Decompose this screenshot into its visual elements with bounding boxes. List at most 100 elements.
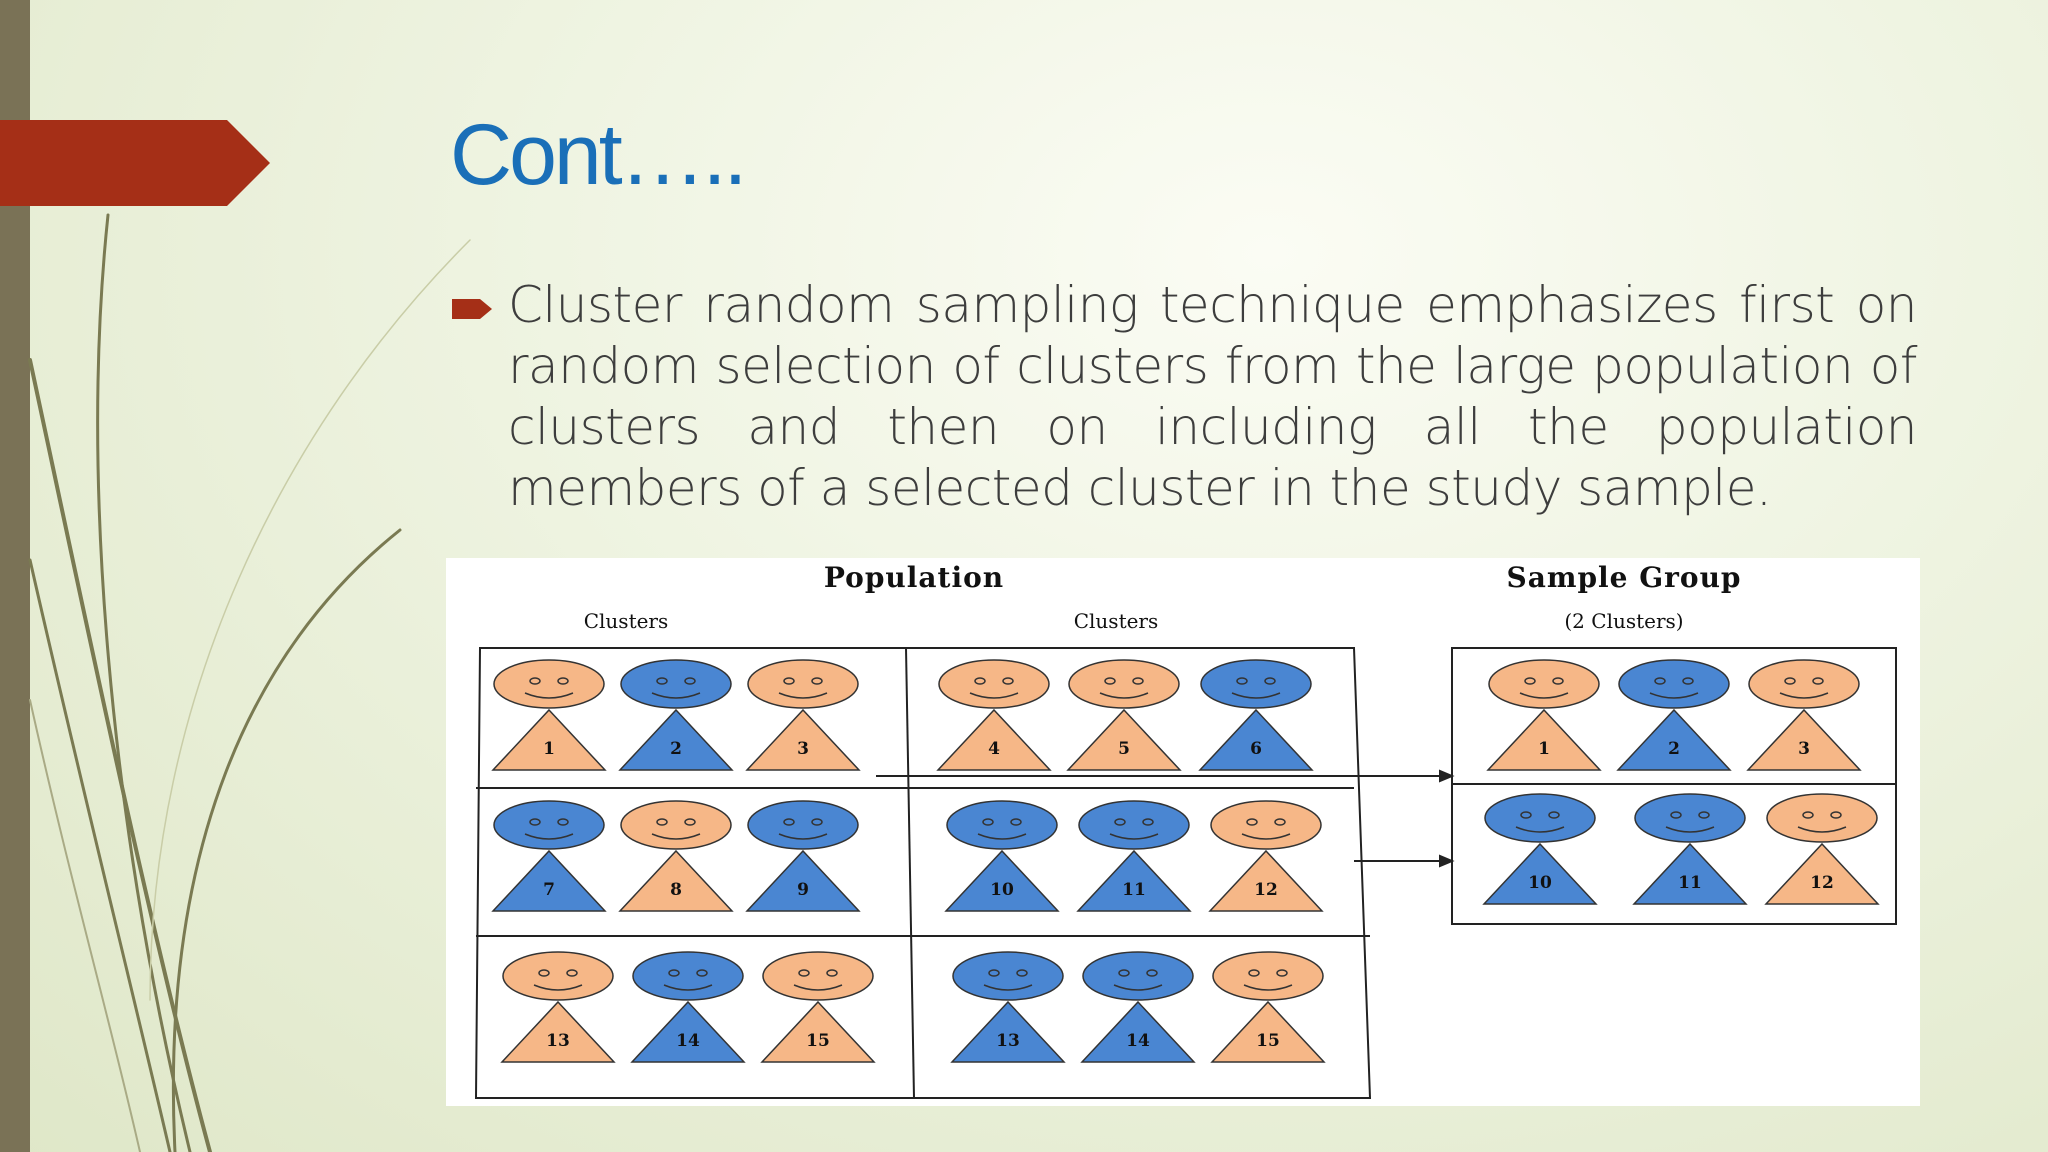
person-eye (566, 969, 578, 977)
person-head (620, 800, 732, 850)
person-eye (696, 969, 708, 977)
person-number: 3 (797, 739, 809, 759)
person-figure: 9 (745, 800, 861, 912)
person-body (1632, 842, 1748, 905)
person-figure: 13 (950, 951, 1066, 1063)
person-eye (1654, 677, 1666, 685)
person-body (1482, 842, 1598, 905)
person-figure: 12 (1764, 793, 1880, 905)
person-eye (783, 677, 795, 685)
person-smile (969, 692, 1019, 699)
person-number: 1 (1538, 739, 1550, 759)
person-eye (557, 818, 569, 826)
person-head (747, 800, 859, 850)
person-body (1080, 1000, 1196, 1063)
clusters-label-left: Clusters (584, 609, 669, 633)
person-smile (1797, 826, 1847, 833)
person-eye (1236, 677, 1248, 685)
person-head (1078, 800, 1190, 850)
person-eye (1274, 818, 1286, 826)
person-smile (977, 833, 1027, 840)
person-eye (1146, 969, 1158, 977)
person-eye (1552, 677, 1564, 685)
person-eye (1246, 818, 1258, 826)
person-number: 2 (670, 739, 682, 759)
person-number: 15 (1256, 1031, 1280, 1051)
person-head (502, 951, 614, 1001)
person-number: 14 (676, 1031, 700, 1051)
person-eye (1812, 677, 1824, 685)
person-eye (988, 969, 1000, 977)
person-body (1066, 708, 1182, 771)
person-smile (533, 984, 583, 991)
person-smile (651, 833, 701, 840)
person-figure: 11 (1632, 793, 1748, 905)
person-figure: 3 (1746, 659, 1862, 771)
person-eye (974, 677, 986, 685)
person-head (1618, 659, 1730, 709)
person-figure: 7 (491, 800, 607, 912)
person-eye (538, 969, 550, 977)
person-number: 9 (797, 880, 809, 900)
person-eye (684, 677, 696, 685)
person-body (936, 708, 1052, 771)
person-smile (1231, 692, 1281, 699)
person-body (500, 1000, 616, 1063)
person-body (1486, 708, 1602, 771)
person-head (1212, 951, 1324, 1001)
person-eye (811, 818, 823, 826)
person-smile (983, 984, 1033, 991)
person-eye (1002, 677, 1014, 685)
person-eye (1830, 811, 1842, 819)
bullet-text: Cluster random sampling technique emphas… (508, 276, 1918, 517)
person-number: 10 (1528, 873, 1552, 893)
person-eye (798, 969, 810, 977)
person-figure: 1 (1486, 659, 1602, 771)
person-head (1210, 800, 1322, 850)
person-figure: 8 (618, 800, 734, 912)
person-smile (651, 692, 701, 699)
diagram-canvas: Population Sample Group Clusters Cluster… (474, 561, 1897, 1099)
person-body (1208, 849, 1324, 912)
person-figure: 10 (1482, 793, 1598, 905)
person-number: 4 (988, 739, 1000, 759)
person-number: 12 (1810, 873, 1834, 893)
person-head (1082, 951, 1194, 1001)
person-number: 11 (1122, 880, 1146, 900)
person-body (1198, 708, 1314, 771)
person-smile (1665, 826, 1715, 833)
person-body (745, 849, 861, 912)
person-number: 3 (1798, 739, 1810, 759)
bullet-point: Cluster random sampling technique emphas… (452, 275, 1918, 519)
person-head (762, 951, 874, 1001)
person-number: 11 (1678, 873, 1702, 893)
person-eye (1114, 818, 1126, 826)
person-figure: 12 (1208, 800, 1324, 912)
person-head (493, 800, 605, 850)
person-figure: 15 (1210, 951, 1326, 1063)
person-body (944, 849, 1060, 912)
person-smile (1515, 826, 1565, 833)
person-eye (1118, 969, 1130, 977)
person-eye (1104, 677, 1116, 685)
person-smile (1241, 833, 1291, 840)
person-body (1076, 849, 1192, 912)
person-eye (1520, 811, 1532, 819)
person-eye (1524, 677, 1536, 685)
person-smile (1649, 692, 1699, 699)
title-accent-tab (0, 120, 270, 206)
person-smile (778, 833, 828, 840)
person-eye (1142, 818, 1154, 826)
person-smile (1099, 692, 1149, 699)
person-eye (982, 818, 994, 826)
person-head (952, 951, 1064, 1001)
person-body (950, 1000, 1066, 1063)
person-figure: 2 (618, 659, 734, 771)
person-smile (1113, 984, 1163, 991)
person-figure: 11 (1076, 800, 1192, 912)
person-head (620, 659, 732, 709)
person-head (1488, 659, 1600, 709)
person-number: 1 (543, 739, 555, 759)
person-eye (1698, 811, 1710, 819)
